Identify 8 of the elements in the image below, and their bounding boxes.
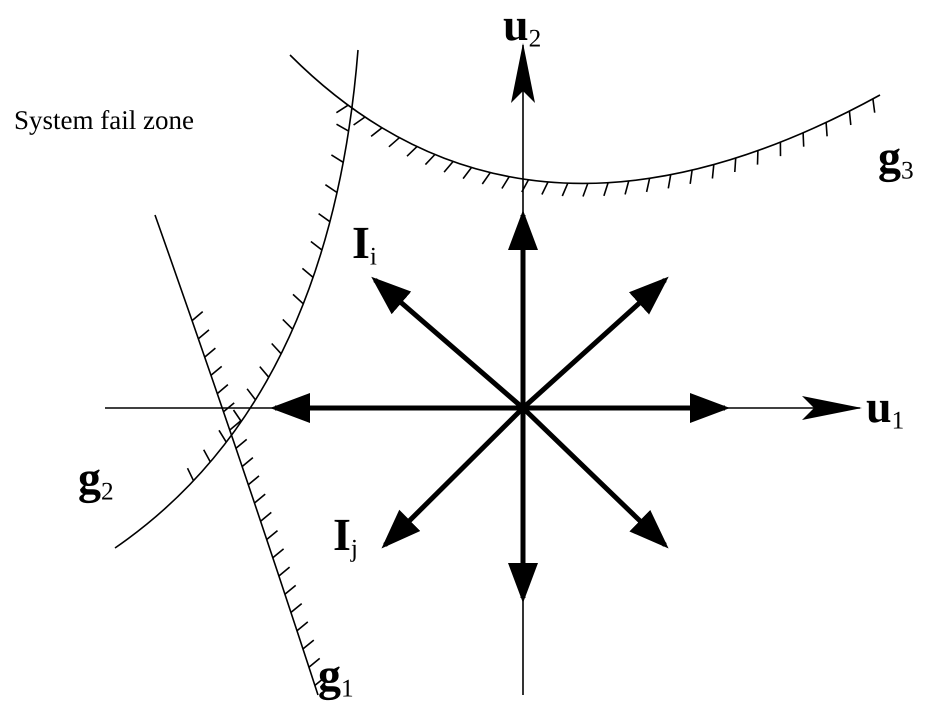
zone-label: System fail zone — [14, 107, 194, 134]
symbol-label: g$_{2}$ — [78, 455, 114, 505]
symbol-label: u$_{2}$ — [503, 2, 542, 52]
symbol-label: I$_{i}$ — [352, 220, 377, 270]
symbol-label: u$_{1}$ — [866, 384, 904, 434]
symbol-label: g$_{1}$ — [318, 652, 354, 702]
symbol-label: I$_{j}$ — [333, 512, 358, 562]
symbol-label: g$_{3}$ — [878, 134, 914, 184]
